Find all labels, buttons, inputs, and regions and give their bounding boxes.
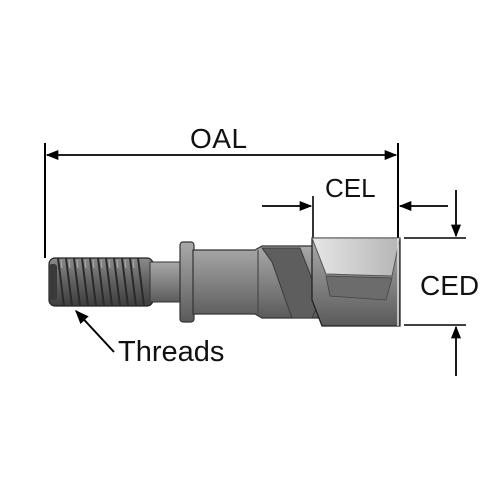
cutting-flute-lower <box>325 275 393 301</box>
router-bit <box>48 237 401 327</box>
collar <box>179 241 195 323</box>
cel-dimension <box>262 196 448 238</box>
oal-label: OAL <box>190 123 248 154</box>
threads-leader-arrow <box>75 309 115 353</box>
cutting-edge <box>311 237 401 277</box>
cel-label: CEL <box>325 173 376 203</box>
ced-label: CED <box>420 270 480 301</box>
threaded-stud <box>48 257 154 307</box>
ced-dimension <box>404 190 466 376</box>
oal-dimension <box>44 143 399 258</box>
flute-groove <box>261 247 321 319</box>
shank-neck <box>149 261 183 303</box>
threads-label: Threads <box>118 336 225 368</box>
